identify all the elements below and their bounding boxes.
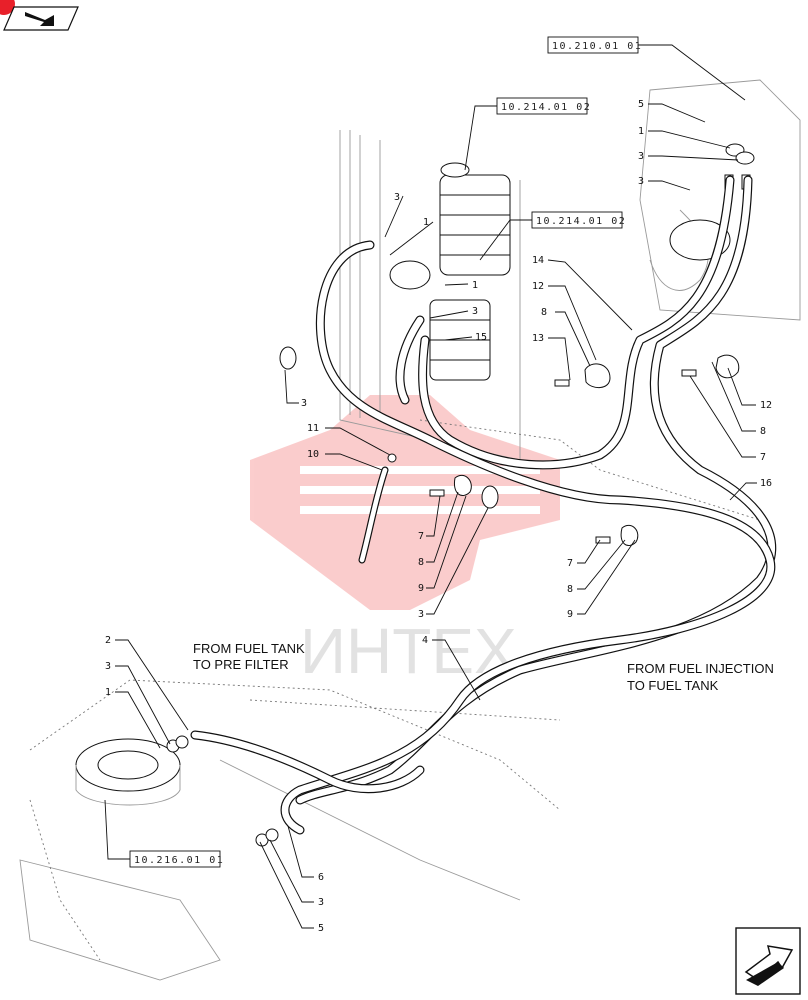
callout-label: 12 [532,281,544,292]
ref-box-10-214-b[interactable]: 10.214.01 02 [479,211,626,261]
callout-label: 14 [532,255,544,266]
callout-label: 1 [423,217,429,228]
note-line: TO FUEL TANK [627,678,719,693]
callout-label: 8 [567,584,573,595]
fuel-lines [190,175,777,835]
next-page-arrow-icon [744,945,794,986]
callout-label: 1 [638,126,644,137]
callout-label: 3 [418,609,424,620]
callout-label: 3 [105,661,111,672]
callout-label: 16 [760,478,772,489]
callout-label: 12 [760,400,772,411]
note-line: FROM FUEL TANK [193,641,305,656]
callout-label: 3 [301,398,307,409]
note-injection-return: FROM FUEL INJECTION TO FUEL TANK [627,661,774,693]
callout-label: 13 [532,333,544,344]
callout-label: 6 [318,872,324,883]
callout-leaders [115,103,757,929]
o-ring-3b [481,485,499,509]
next-page-button[interactable] [735,927,801,995]
ref-code: 10.216.01 01 [134,855,224,866]
callout-label: 8 [541,307,547,318]
status-badge [0,0,15,15]
callout-label: 9 [418,583,424,594]
top-left-nav[interactable] [0,0,79,31]
fuel-filter-assembly [389,162,511,381]
note-pre-filter: FROM FUEL TANK TO PRE FILTER [193,641,305,672]
o-ring-3a [279,346,297,370]
callout-label: 15 [475,332,487,343]
callout-label: 9 [567,609,573,620]
callout-label: 1 [105,687,111,698]
callout-label: 2 [105,635,111,646]
callout-label: 1 [472,280,478,291]
callout-label: 11 [307,423,319,434]
callout-numbers: 5 1 3 3 3 1 1 3 15 14 12 8 13 12 8 7 3 1… [105,99,772,934]
callout-label: 10 [307,449,319,460]
ref-code: 10.214.01 02 [501,102,591,113]
fuel-tank-flange [75,738,181,806]
callout-label: 3 [638,176,644,187]
callout-label: 3 [472,306,478,317]
callout-label: 3 [638,151,644,162]
callout-label: 7 [418,531,424,542]
ref-code: 10.210.01 01 [552,41,642,52]
watermark-text: ИНТЕХ [300,615,517,687]
callout-label: 7 [760,452,766,463]
ref-box-10-214-a[interactable]: 10.214.01 02 [464,97,591,171]
ref-code: 10.214.01 02 [536,216,626,227]
callout-label: 8 [418,557,424,568]
callout-label: 3 [318,897,324,908]
callout-label: 5 [318,923,324,934]
small-hardware [166,346,740,847]
fold-arrow-icon [25,12,54,26]
ref-box-10-210[interactable]: 10.210.01 01 [547,36,746,101]
callout-label: 5 [638,99,644,110]
callout-label: 7 [567,558,573,569]
ref-box-10-216[interactable]: 10.216.01 01 [104,799,224,868]
callout-label: 8 [760,426,766,437]
callout-label: 4 [422,635,428,646]
note-line: FROM FUEL INJECTION [627,661,774,676]
callout-label: 3 [394,192,400,203]
note-line: TO PRE FILTER [193,657,289,672]
